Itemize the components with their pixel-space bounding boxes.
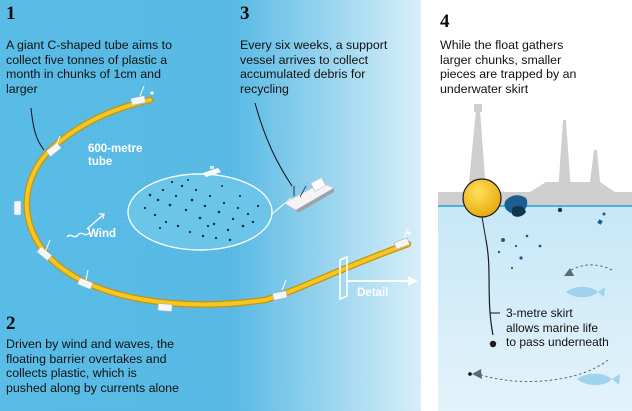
pointer-line-1 <box>30 107 45 151</box>
detail-marker <box>339 255 418 301</box>
step-1-number: 1 <box>6 3 16 24</box>
c-shaped-barrier <box>13 85 412 312</box>
step-2-number: 2 <box>6 313 16 334</box>
step-1-text: A giant C-shaped tube aims to collect fi… <box>6 38 172 96</box>
step-2-text: Driven by wind and waves, the floating b… <box>6 337 179 395</box>
arrow-right-icon <box>408 276 418 286</box>
step-3-text: Every six weeks, a support vessel arrive… <box>240 38 388 96</box>
fish-icon <box>577 373 620 386</box>
wind-label: Wind <box>88 228 116 240</box>
skirt-cross-section <box>438 0 632 411</box>
small-boat-icon <box>203 166 221 177</box>
fish-icon <box>566 286 605 298</box>
skirt-label: 3-metre skirt allows marine life to pass… <box>506 306 609 350</box>
tube-length-label: 600-metre tube <box>88 143 143 168</box>
detail-label: Detail <box>357 287 389 299</box>
support-vessel-icon <box>283 177 335 213</box>
pointer-line-3 <box>254 102 293 187</box>
wind-wave-icon <box>66 213 105 238</box>
step-4-number: 4 <box>440 11 450 32</box>
step-4-text: While the float gathers larger chunks, s… <box>440 38 577 96</box>
step-3-number: 3 <box>240 3 250 24</box>
debris-net <box>127 166 292 251</box>
